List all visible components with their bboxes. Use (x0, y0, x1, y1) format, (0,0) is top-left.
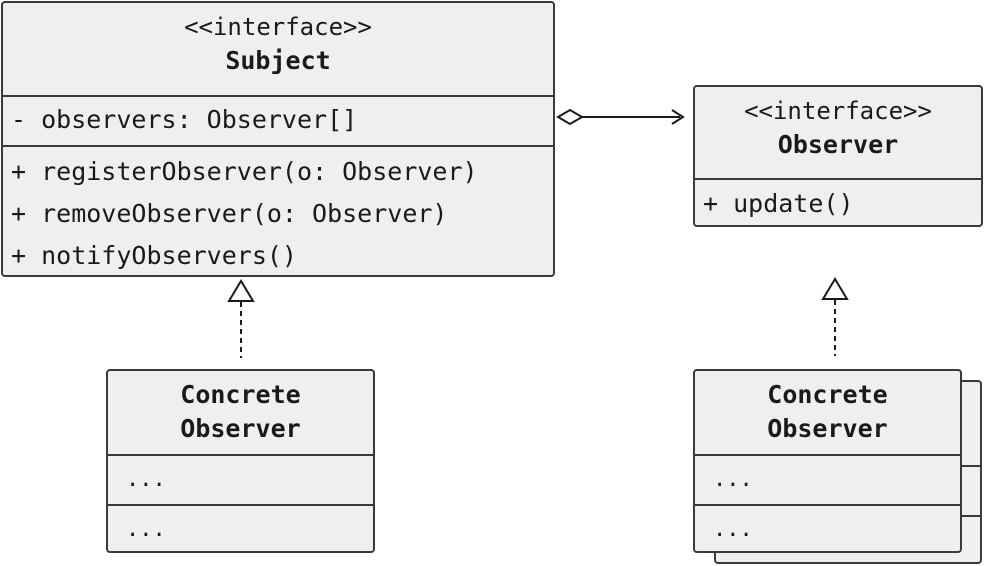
observer-name: Observer (777, 130, 899, 159)
concrete-observer-name-line1: Concrete (180, 380, 301, 409)
concrete-observer-section1: ... (108, 454, 373, 504)
observer-operation: + update() (703, 189, 854, 218)
concrete-observer-header-left: Concrete Observer (108, 371, 373, 454)
realization-connector-left (227, 279, 255, 358)
subject-header: <<interface>> Subject (3, 3, 553, 95)
realization-triangle-right (821, 277, 849, 300)
subject-class-box: <<interface>> Subject - observers: Obser… (1, 1, 555, 277)
ellipsis-text: ... (126, 517, 166, 542)
aggregation-diamond (556, 108, 584, 126)
subject-name: Subject (225, 46, 331, 75)
ellipsis-text: ... (713, 467, 753, 492)
subject-operation: + removeObserver(o: Observer) (11, 199, 448, 228)
aggregation-connector (556, 108, 685, 126)
concrete-observer-box-left: Concrete Observer ... ... (106, 369, 375, 553)
observer-class-box: <<interface>> Observer + update() (693, 85, 983, 227)
ellipsis-text: ... (126, 467, 166, 492)
realization-connector-right (821, 277, 849, 356)
concrete-observer-section2: ... (108, 504, 373, 551)
concrete-observer-name-line2: Observer (180, 414, 301, 443)
concrete-observer-name-line2: Observer (767, 414, 888, 443)
concrete-observer-name-line1: Concrete (767, 380, 888, 409)
subject-attribute: - observers: Observer[] (11, 105, 358, 134)
observer-header: <<interface>> Observer (695, 87, 981, 178)
concrete-observer-section1: ... (695, 454, 960, 504)
concrete-observer-box-right: Concrete Observer ... ... (693, 369, 962, 553)
ellipsis-text: ... (713, 517, 753, 542)
subject-operations: + registerObserver(o: Observer) + remove… (3, 145, 553, 275)
subject-operation: + registerObserver(o: Observer) (11, 157, 478, 186)
concrete-observer-header-right: Concrete Observer (695, 371, 960, 454)
observer-stereotype: <<interface>> (744, 97, 932, 125)
subject-operation: + notifyObservers() (11, 241, 297, 270)
subject-attributes: - observers: Observer[] (3, 95, 553, 145)
concrete-observer-section2: ... (695, 504, 960, 551)
aggregation-arrowhead (671, 109, 685, 125)
realization-triangle-left (227, 279, 255, 302)
observer-operations: + update() (695, 178, 981, 225)
subject-stereotype: <<interface>> (184, 13, 372, 41)
